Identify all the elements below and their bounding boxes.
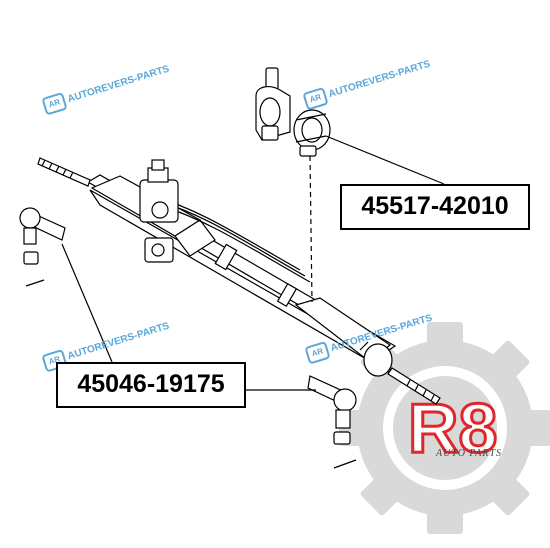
steering-rack [37, 157, 441, 405]
leader-line-tie-rod-left [61, 243, 113, 363]
logo-mark: R8 [408, 389, 497, 467]
r8-logo: R8 [339, 322, 550, 534]
leader-lines [61, 135, 445, 391]
rack-bushing-assembly [255, 67, 331, 157]
part-number-boot: 45517-42010 [340, 184, 530, 230]
gear-icon [339, 322, 550, 534]
leader-line-boot [325, 135, 445, 185]
right-tie-rod-end [307, 375, 357, 469]
logo-subtitle: AUTO PARTS [436, 448, 503, 459]
assembly-dashed-line [309, 155, 313, 303]
left-tie-rod-end [19, 207, 66, 287]
part-number-tie-rod-end: 45046-19175 [56, 362, 246, 408]
